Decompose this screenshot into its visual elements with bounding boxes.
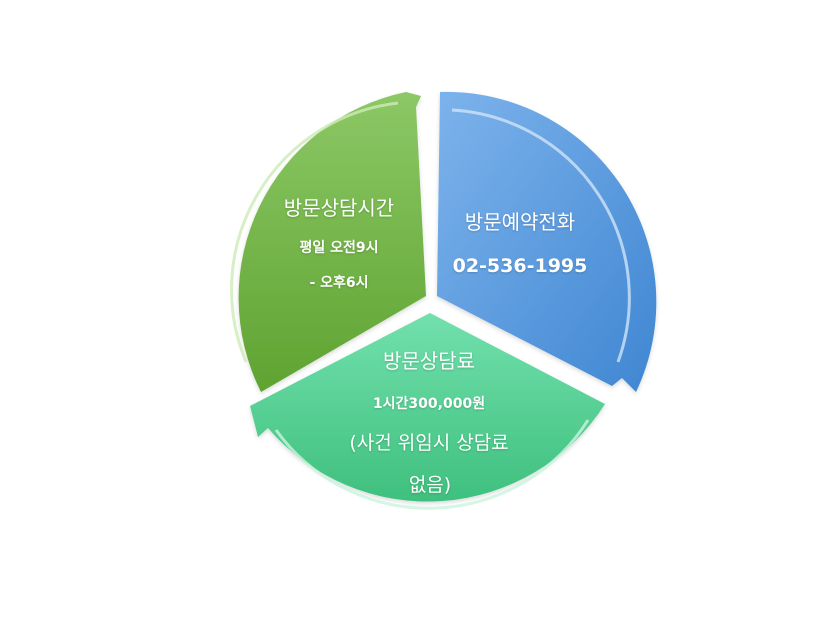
segment-hours-arrow-highlight <box>230 101 399 363</box>
fee-line-2: (사건 위임시 상담료 <box>349 432 509 454</box>
segment-fee-arrow-highlight <box>274 419 590 510</box>
hours-line-1: 평일 오전9시 <box>299 240 379 256</box>
fee-title: 방문상담료 <box>383 349 475 373</box>
reservation-phone: 02-536-1995 <box>452 255 588 277</box>
fee-line-1: 1시간300,000원 <box>372 396 486 412</box>
reservation-title: 방문예약전화 <box>464 210 576 234</box>
hours-title: 방문상담시간 <box>283 196 395 220</box>
segment-hours <box>238 92 426 392</box>
segment-reservation-arrow-highlight <box>451 108 631 363</box>
hours-line-2: - 오후6시 <box>309 275 369 291</box>
segment-reservation <box>437 91 657 393</box>
fee-line-3: 없음) <box>408 474 452 496</box>
segment-fee <box>250 313 605 502</box>
